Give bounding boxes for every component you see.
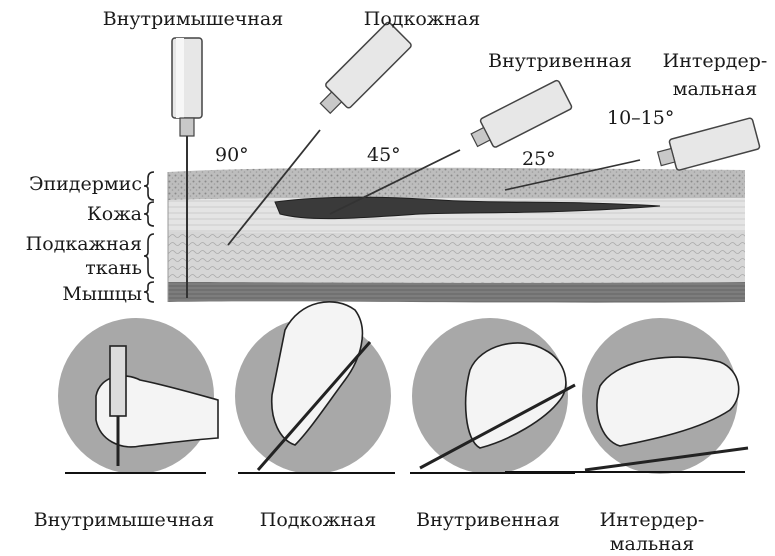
layer-label-subcutaneous-line2: ткань [0, 257, 142, 279]
label-bottom-intramuscular: Внутримышечная [14, 509, 234, 531]
label-top-intramuscular: Внутримышечная [88, 8, 298, 30]
angle-intramuscular: 90° [215, 144, 249, 166]
label-bottom-intradermal-line1: Интердер- [592, 509, 712, 531]
label-bottom-subcutaneous: Подкожная [248, 509, 388, 531]
label-bottom-intravenous: Внутривенная [398, 509, 578, 531]
layer-label-muscles: Мышцы [0, 283, 142, 305]
layer-label-epidermis: Эпидермис [0, 173, 142, 195]
layer-label-subcutaneous-line1: Подкажная [0, 233, 142, 255]
label-bottom-intradermal-line2: мальная [592, 533, 712, 555]
subcutaneous-layer [168, 232, 745, 283]
layer-braces [144, 172, 154, 302]
angle-intradermal: 10–15° [607, 107, 674, 129]
label-top-intradermal-line1: Интердер- [655, 50, 775, 72]
label-top-subcutaneous: Подкожная [352, 8, 492, 30]
label-top-intradermal-line2: мальная [655, 78, 775, 100]
surface-lines [65, 472, 745, 473]
angle-intravenous: 25° [522, 148, 556, 170]
epidermis-layer [168, 168, 745, 200]
muscle-layer [168, 282, 745, 303]
skin-cross-section [168, 168, 745, 303]
label-top-intravenous: Внутривенная [470, 50, 650, 72]
layer-label-skin: Кожа [0, 203, 142, 225]
angle-subcutaneous: 45° [367, 144, 401, 166]
